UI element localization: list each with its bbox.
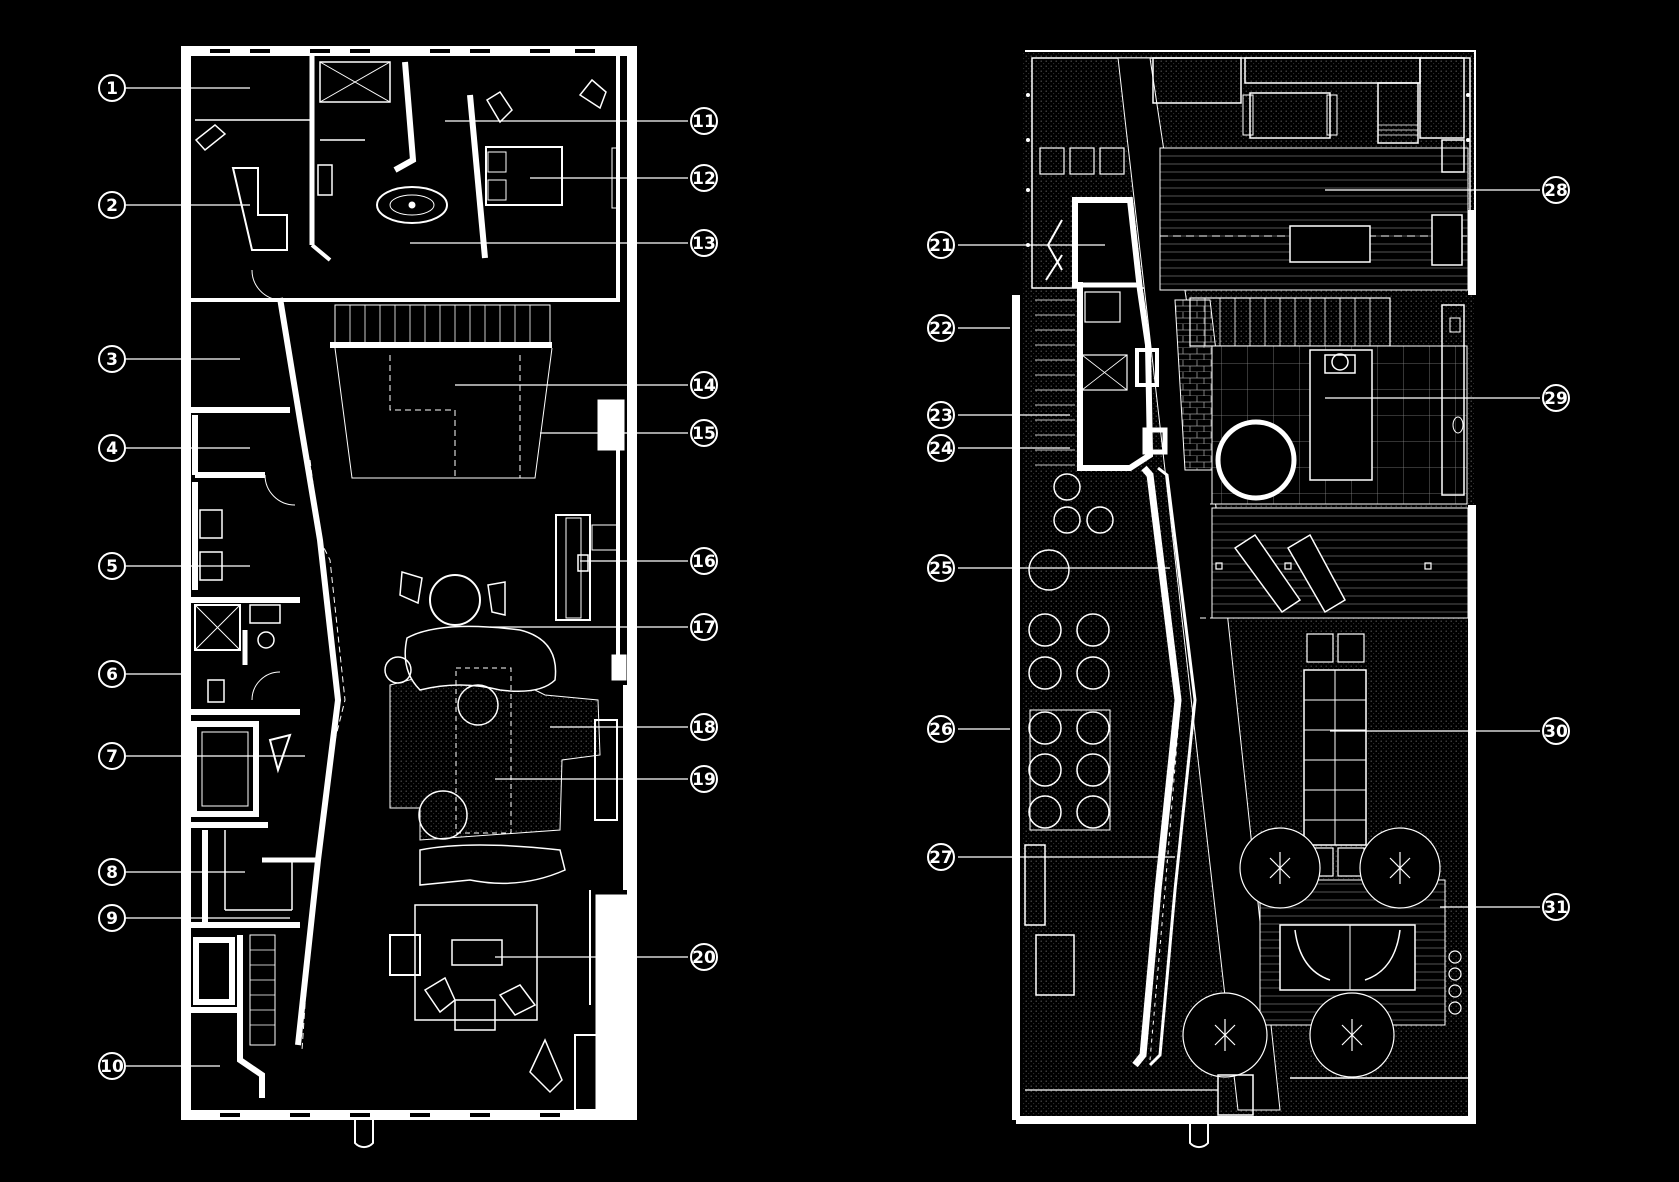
callout-27: 27: [927, 843, 955, 871]
callout-26: 26: [927, 715, 955, 743]
callout-circle: [690, 371, 718, 399]
callout-number: 17: [692, 618, 716, 638]
callout-number: 14: [692, 376, 716, 396]
callout-24: 24: [927, 434, 955, 462]
callout-number: 18: [692, 718, 716, 738]
callout-19: 19: [690, 765, 718, 793]
callout-circle: [690, 713, 718, 741]
callout-circle: [690, 229, 718, 257]
callout-30: 30: [1542, 717, 1570, 745]
callout-16: 16: [690, 547, 718, 575]
callout-number: 26: [929, 720, 953, 740]
callout-bubbles: 1234567891011121314151617181920212223242…: [98, 74, 1570, 1080]
callout-circle: [927, 434, 955, 462]
callout-20: 20: [690, 943, 718, 971]
callout-14: 14: [690, 371, 718, 399]
callout-number: 30: [1544, 722, 1568, 742]
callout-number: 12: [692, 169, 716, 189]
callout-number: 5: [106, 557, 118, 577]
callout-circle: [98, 74, 126, 102]
callout-circle: [1542, 893, 1570, 921]
callout-number: 31: [1544, 898, 1568, 918]
callout-number: 23: [929, 406, 953, 426]
callout-number: 11: [692, 112, 716, 132]
callout-number: 21: [929, 236, 953, 256]
callout-circle: [927, 231, 955, 259]
roof-terrace-plan: [1012, 50, 1476, 1149]
callout-circle: [927, 715, 955, 743]
callout-11: 11: [690, 107, 718, 135]
callout-circle: [98, 345, 126, 373]
callout-number: 9: [106, 909, 118, 929]
callout-4: 4: [98, 434, 126, 462]
callout-circle: [927, 554, 955, 582]
callout-31: 31: [1542, 893, 1570, 921]
callout-29: 29: [1542, 384, 1570, 412]
callout-circle: [690, 419, 718, 447]
callout-circle: [98, 742, 126, 770]
callout-number: 20: [692, 948, 716, 968]
callout-circle: [927, 401, 955, 429]
callout-circle: [98, 434, 126, 462]
callout-23: 23: [927, 401, 955, 429]
exterior-wall: [181, 46, 637, 1120]
callout-circle: [690, 613, 718, 641]
callout-circle: [98, 858, 126, 886]
callout-number: 1: [106, 79, 118, 99]
callout-number: 29: [1544, 389, 1568, 409]
callout-circle: [1542, 717, 1570, 745]
callout-circle: [927, 843, 955, 871]
callout-circle: [98, 660, 126, 688]
callout-layer: [126, 87, 1540, 1067]
callout-number: 3: [106, 350, 118, 370]
callout-2: 2: [98, 191, 126, 219]
callout-28: 28: [1542, 176, 1570, 204]
callout-circle: [690, 164, 718, 192]
callout-10: 10: [98, 1052, 126, 1080]
callout-number: 25: [929, 559, 953, 579]
callout-circle: [98, 552, 126, 580]
callout-25: 25: [927, 554, 955, 582]
callout-number: 22: [929, 319, 953, 339]
callout-number: 19: [692, 770, 716, 790]
ground-floor-plan: [181, 46, 637, 1149]
callout-8: 8: [98, 858, 126, 886]
callout-number: 16: [692, 552, 716, 572]
callout-circle: [98, 191, 126, 219]
callout-number: 2: [106, 196, 118, 216]
callout-circle: [1542, 384, 1570, 412]
callout-number: 13: [692, 234, 716, 254]
callout-13: 13: [690, 229, 718, 257]
callout-number: 27: [929, 848, 953, 868]
callout-1: 1: [98, 74, 126, 102]
callout-number: 6: [106, 665, 118, 685]
callout-number: 7: [106, 747, 118, 767]
callout-9: 9: [98, 904, 126, 932]
callout-number: 28: [1544, 181, 1568, 201]
callout-circle: [690, 547, 718, 575]
callout-12: 12: [690, 164, 718, 192]
callout-circle: [98, 1052, 126, 1080]
callout-circle: [927, 314, 955, 342]
callout-circle: [98, 904, 126, 932]
callout-number: 15: [692, 424, 716, 444]
callout-15: 15: [690, 419, 718, 447]
callout-number: 10: [100, 1057, 124, 1077]
callout-circle: [690, 107, 718, 135]
callout-number: 4: [106, 439, 118, 459]
callout-7: 7: [98, 742, 126, 770]
callout-circle: [690, 943, 718, 971]
callout-6: 6: [98, 660, 126, 688]
callout-22: 22: [927, 314, 955, 342]
callout-17: 17: [690, 613, 718, 641]
callout-number: 8: [106, 863, 118, 883]
callout-number: 24: [929, 439, 953, 459]
callout-circle: [690, 765, 718, 793]
callout-18: 18: [690, 713, 718, 741]
callout-5: 5: [98, 552, 126, 580]
callout-3: 3: [98, 345, 126, 373]
callout-circle: [1542, 176, 1570, 204]
callout-21: 21: [927, 231, 955, 259]
